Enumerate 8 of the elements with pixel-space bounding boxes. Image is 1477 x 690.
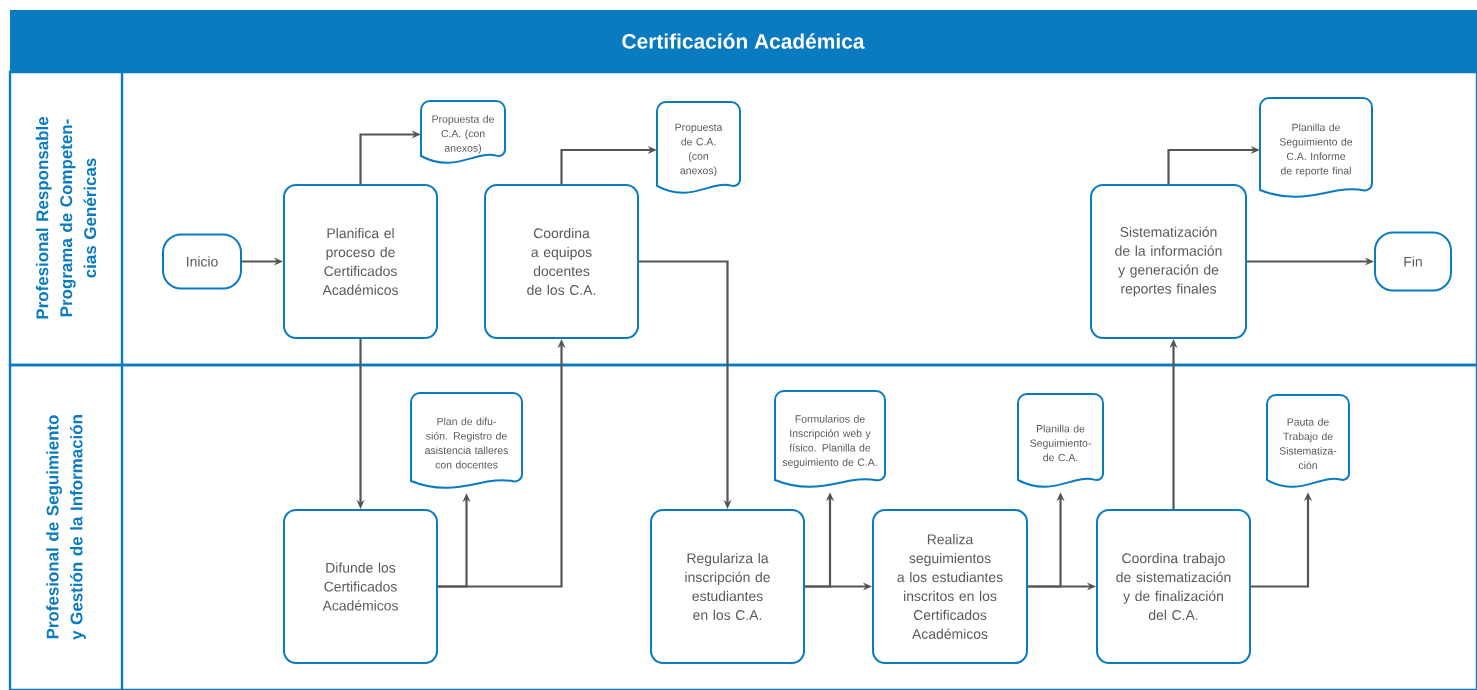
process-box: Realiza seguimientos a los estudiantes inscritos en los Certificados Académicos [872, 509, 1028, 664]
process-box: Difunde los Certificados Académicos [283, 509, 438, 664]
process-box: Coordina trabajo de sistematización y de finalización del C.A. [1096, 509, 1251, 664]
process-box: Planifica el proceso de Certificados Académicos [283, 184, 438, 339]
title-banner: Certificación Académica [10, 10, 1477, 72]
process-box: Coordina a equipos docentes de los C.A. [484, 184, 639, 339]
process-box: Regulariza la inscripción de estudiantes en los C.A. [650, 509, 805, 664]
process-box: Sistematización de la información y generación de reportes finales [1090, 184, 1247, 339]
